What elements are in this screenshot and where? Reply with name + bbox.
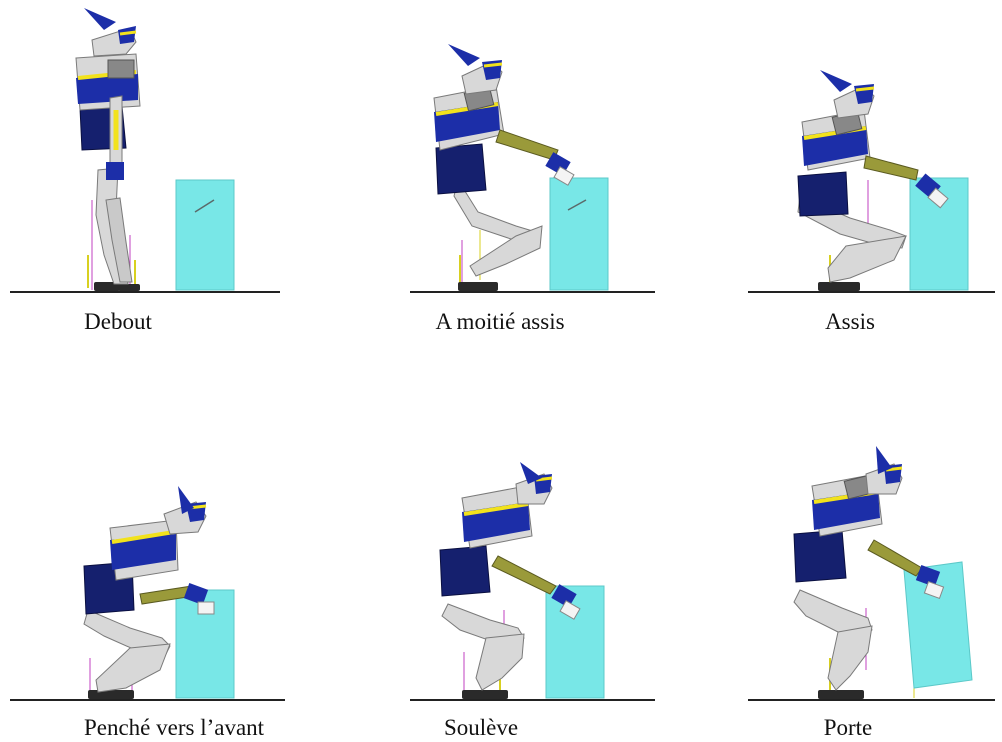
panel-penche: Penché vers l’avant — [0, 390, 330, 742]
robot-lifting-illustration — [410, 462, 655, 701]
robot-half-sitting-illustration — [410, 44, 655, 293]
robot-carrying-illustration — [748, 446, 995, 701]
panel-souleve: Soulève — [330, 390, 670, 742]
caption-debout: Debout — [84, 309, 152, 334]
caption-souleve: Soulève — [443, 715, 519, 740]
panel-moitie-assis: A moitié assis — [330, 0, 670, 360]
caption-assis: Assis — [825, 309, 875, 334]
panel-porte: Porte — [670, 390, 1002, 742]
robot-sitting-illustration — [748, 70, 995, 293]
caption-porte: Porte — [823, 715, 873, 740]
panel-debout: Debout — [0, 0, 330, 360]
caption-penche: Penché vers l’avant — [83, 715, 265, 740]
panel-assis: Assis — [670, 0, 1002, 360]
robot-standing-illustration — [10, 8, 280, 293]
caption-moitie-assis: A moitié assis — [435, 309, 565, 334]
robot-leaning-forward-illustration — [10, 486, 285, 701]
